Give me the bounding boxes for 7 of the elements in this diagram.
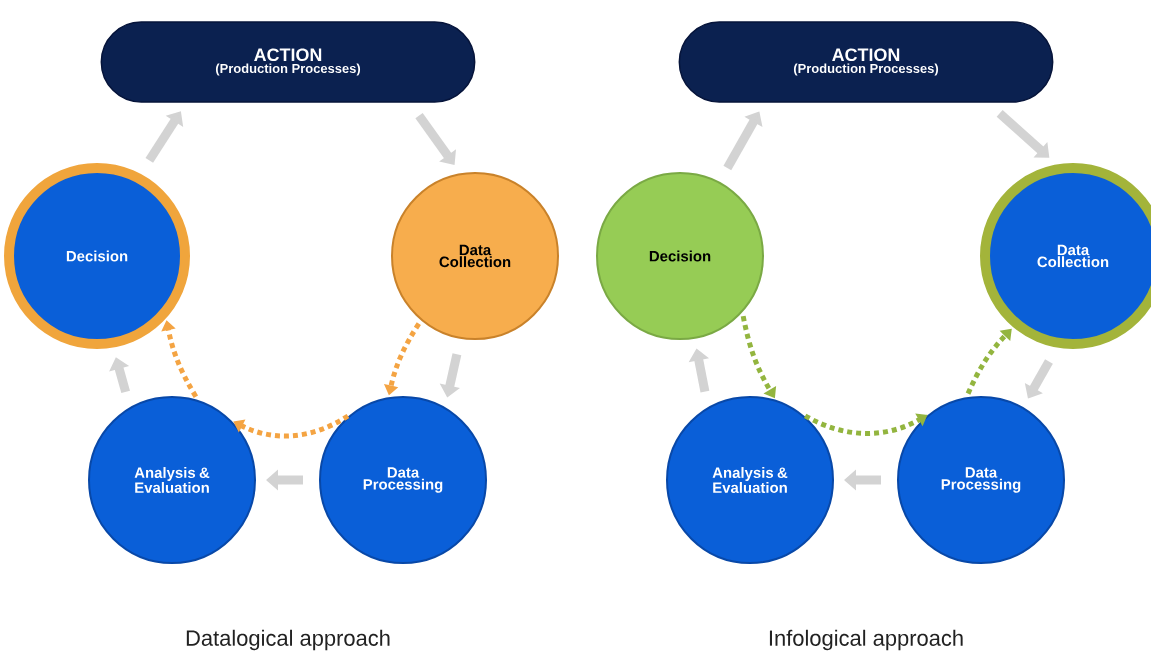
caption-text: Infological approach bbox=[769, 629, 963, 651]
arrow bbox=[233, 413, 350, 439]
caption-text: Datalogical approach bbox=[186, 629, 390, 651]
arrow bbox=[109, 357, 130, 394]
arrow bbox=[996, 110, 1050, 158]
action-box: ACTION (Production Processes) bbox=[678, 21, 1054, 103]
action-box: ACTION (Production Processes) bbox=[100, 21, 476, 103]
